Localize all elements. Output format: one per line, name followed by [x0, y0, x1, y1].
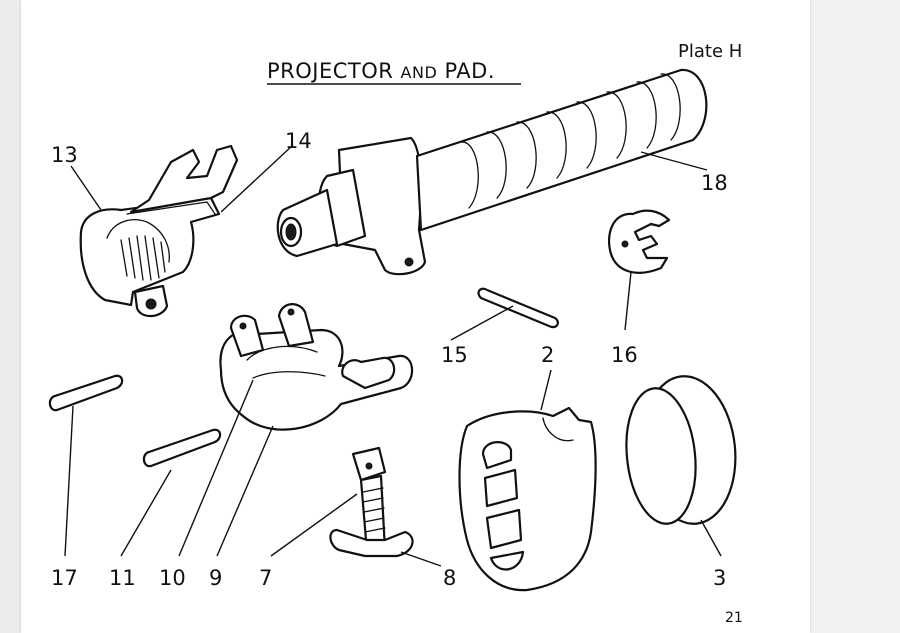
viewer-background: [810, 0, 900, 633]
callout-14: 14: [285, 129, 312, 153]
part-11-pin: [142, 428, 222, 468]
part-2-pad-housing: [458, 406, 597, 592]
leader-lines: [64, 144, 722, 567]
callout-8: 8: [443, 566, 456, 590]
plate-label: Plate H: [678, 41, 742, 62]
callout-10: 10: [159, 566, 186, 590]
part-9-10-yoke: [219, 303, 414, 431]
callout-9: 9: [209, 566, 222, 590]
part-17-pin: [48, 374, 124, 412]
exploded-parts-illustration: PROJECTOR AND PAD. Plate H: [48, 41, 743, 626]
callout-18: 18: [701, 171, 728, 195]
callout-3: 3: [713, 566, 726, 590]
part-7-8-thumb-screw: [329, 446, 414, 558]
callout-16: 16: [611, 343, 638, 367]
page-number: 21: [725, 610, 743, 626]
part-15-pin: [477, 287, 559, 329]
callout-13: 13: [51, 143, 78, 167]
page-title: PROJECTOR AND PAD.: [267, 59, 495, 83]
part-18-projector-shaft: [276, 68, 708, 276]
callout-17: 17: [51, 566, 78, 590]
document-page: PROJECTOR AND PAD. Plate H: [21, 0, 810, 633]
callout-7: 7: [259, 566, 272, 590]
callout-15: 15: [441, 343, 468, 367]
callout-11: 11: [109, 566, 136, 590]
part-16-clip: [607, 209, 671, 274]
part-3-pad: [625, 375, 737, 525]
part-13-14-clamp: [79, 144, 239, 318]
callout-2: 2: [541, 343, 554, 367]
